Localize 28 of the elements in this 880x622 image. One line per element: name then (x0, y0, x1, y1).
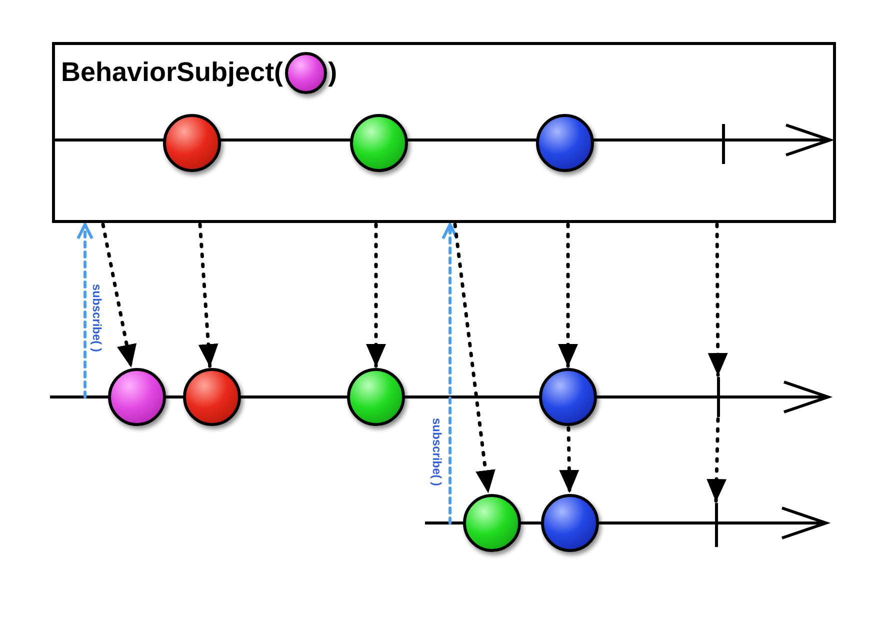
completion-bar (714, 503, 718, 547)
marble (347, 368, 405, 426)
emission-arrow (366, 222, 386, 368)
marble (541, 494, 599, 552)
marble (350, 114, 408, 172)
marble (285, 52, 328, 94)
subscribe-arrow (76, 223, 94, 398)
emission-arrow (706, 417, 727, 503)
marble (108, 368, 166, 426)
marble (163, 114, 221, 172)
marble (536, 114, 594, 172)
marble (463, 494, 521, 552)
title-text: BehaviorSubject( (61, 59, 284, 86)
subject-box (52, 42, 836, 223)
emission-arrow (101, 222, 137, 368)
marble (539, 368, 597, 426)
edge-label: subscribe( ) (431, 417, 443, 487)
emission-arrow (453, 222, 496, 494)
marble (183, 368, 241, 426)
completion-bar (716, 377, 720, 417)
title-text: ) (328, 59, 338, 86)
completion-bar (722, 124, 724, 164)
edge-label: subscribe( ) (91, 283, 103, 353)
emission-arrow (198, 222, 218, 368)
emission-arrow (708, 222, 728, 377)
emission-arrow (558, 222, 578, 368)
subscribe-arrow (442, 223, 458, 524)
emission-arrow (559, 426, 580, 494)
